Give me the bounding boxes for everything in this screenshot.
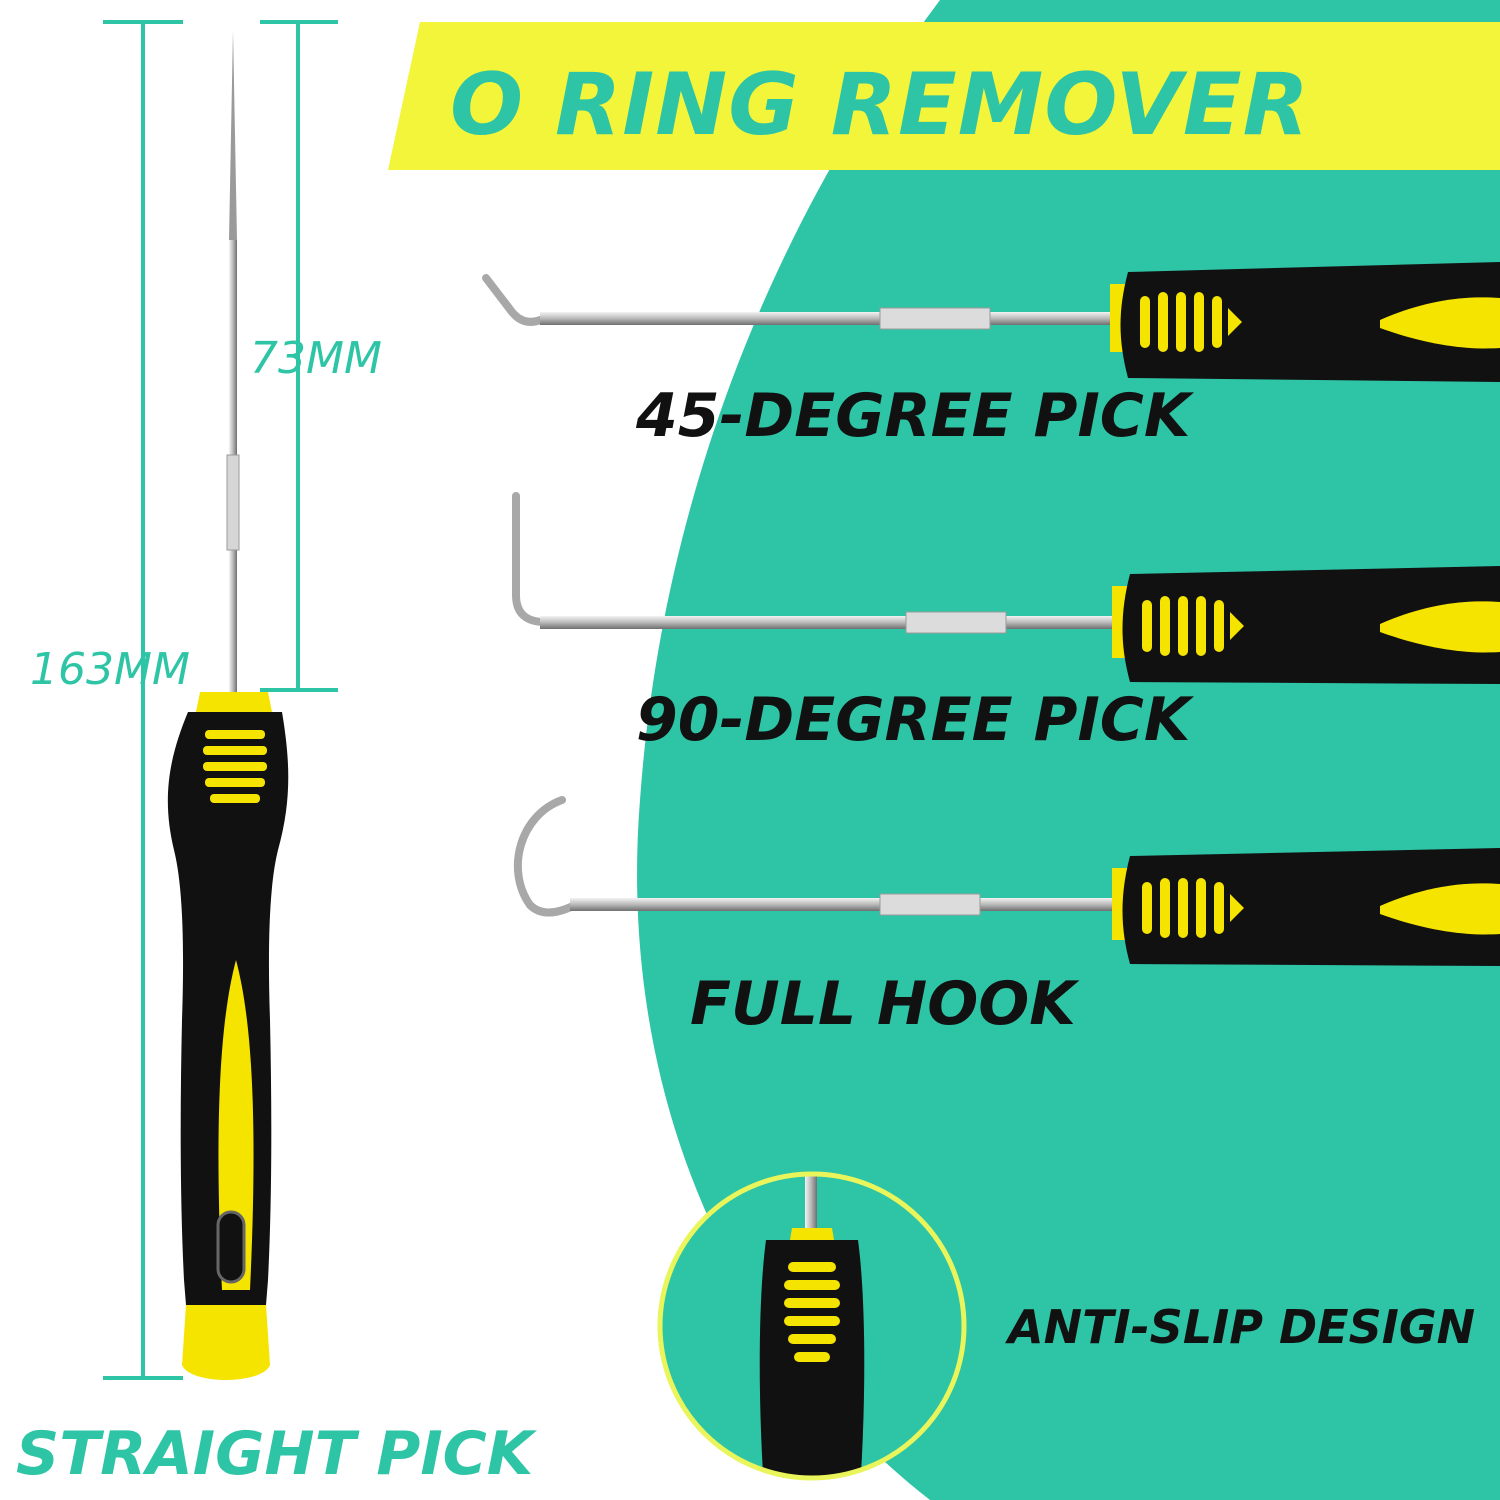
45-degree-pick-tool (482, 262, 1500, 382)
feature-label-anti-slip: ANTI-SLIP DESIGN (1008, 1300, 1476, 1354)
tool-label-90-degree-pick: 90-DEGREE PICK (636, 685, 1191, 755)
tool-label-full-hook: FULL HOOK (690, 969, 1076, 1039)
tool-label-straight-pick: STRAIGHT PICK (16, 1419, 534, 1489)
dimension-line-73mm (260, 20, 338, 692)
title-banner (388, 22, 1500, 170)
anti-slip-zoom-circle (657, 1171, 967, 1481)
straight-pick-grip-ridges (203, 730, 267, 803)
90-degree-pick-tool (512, 492, 1500, 684)
full-hook-pick-tool (513, 796, 1500, 966)
straight-pick-grip-stripe (218, 960, 254, 1290)
page-title: O RING REMOVER (450, 55, 1310, 155)
tool-label-45-degree-pick: 45-DEGREE PICK (636, 381, 1191, 451)
dimension-label-73mm: 73MM (250, 333, 382, 384)
straight-pick-tool (167, 30, 289, 1380)
dimension-label-163mm: 163MM (30, 644, 190, 695)
dimension-line-163mm (103, 20, 183, 1380)
